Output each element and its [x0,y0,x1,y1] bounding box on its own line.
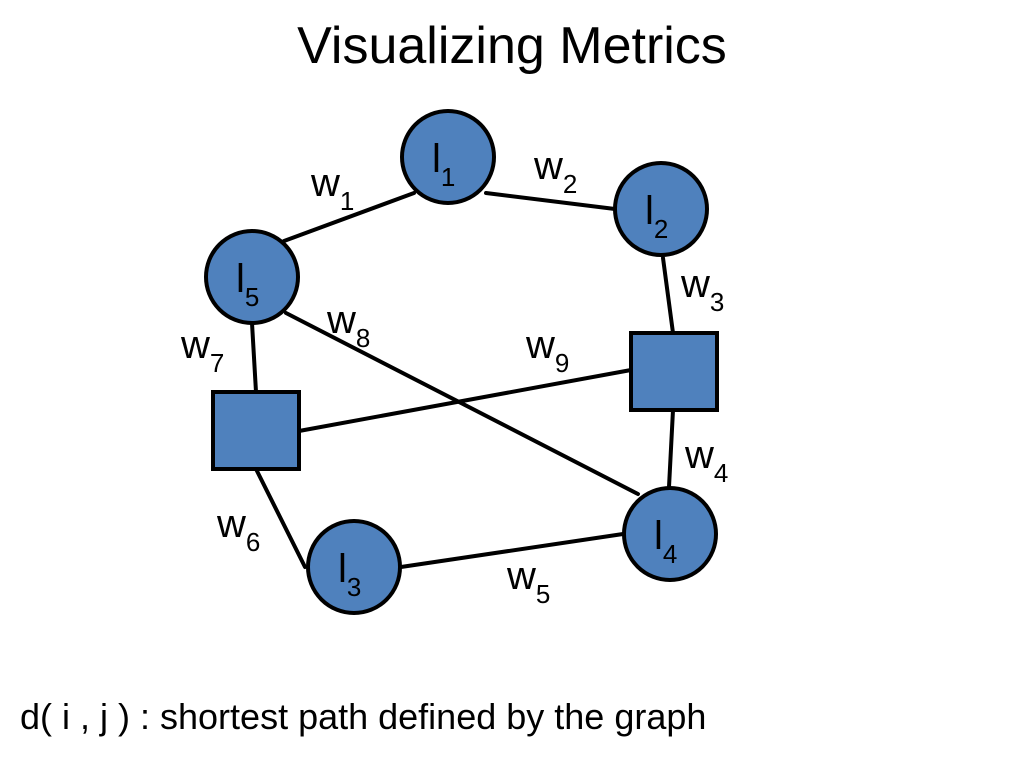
weight-w4-base: w [684,433,714,477]
node-l2: l2 [613,161,709,257]
weight-label-w9: w9 [525,323,569,378]
graph-edges [250,191,675,569]
node-l3-subscript: 3 [347,572,361,602]
node-l2-base: l [645,189,654,233]
weight-w5-base: w [506,554,536,598]
edge-l2-square-right [661,256,675,335]
weight-w1-subscript: 1 [340,186,354,216]
weight-label-w7: w7 [180,323,224,378]
weight-w6-subscript: 6 [246,527,260,557]
edge-l5-l1 [282,191,416,243]
node-l3-circle [306,519,402,615]
node-l5-subscript: 5 [245,282,259,312]
weight-w3-subscript: 3 [710,287,724,317]
weight-w9-subscript: 9 [555,348,569,378]
edge-square-left-l3 [254,467,307,569]
node-l5-label: l5 [236,257,259,312]
edge-square-left-square-right [297,368,633,433]
node-l2-circle [613,161,709,257]
node-l4-label: l4 [654,514,677,569]
node-l5: l5 [204,229,300,325]
node-l4-subscript: 4 [663,539,677,569]
weight-w2-base: w [533,144,563,188]
node-l1: l1 [400,109,496,205]
weight-w3-base: w [680,262,710,306]
weight-label-w2: w2 [533,144,577,199]
weight-w9-base: w [525,323,555,367]
weight-w1-base: w [310,161,340,205]
weight-label-w6: w6 [216,502,260,557]
node-l3: l3 [306,519,402,615]
edge-square-right-l4 [667,408,675,489]
node-l4-base: l [654,514,663,558]
weight-w4-subscript: 4 [714,458,728,488]
graph-diagram: l1 l2 l3 l4 l5 w1 w2 w3 w4 w5 w6 w7 w8 w… [180,109,728,615]
node-l1-circle [400,109,496,205]
node-l4-circle [622,486,718,582]
weight-w8-subscript: 8 [356,323,370,353]
node-l5-circle [204,229,300,325]
weight-label-w4: w4 [684,433,728,488]
node-l1-subscript: 1 [441,162,455,192]
weight-w5-subscript: 5 [536,579,550,609]
node-l1-base: l [432,137,441,181]
weight-w7-subscript: 7 [210,348,224,378]
edge-l5-l4 [284,311,640,496]
weight-label-w3: w3 [680,262,724,317]
node-l4: l4 [622,486,718,582]
weight-label-w8: w8 [326,298,370,353]
weight-label-w1: w1 [310,161,354,216]
edge-l3-l4 [399,532,625,569]
edge-l1-l2 [484,191,617,211]
square-node-left [211,390,301,471]
node-l2-subscript: 2 [654,214,668,244]
square-node-right [629,331,719,412]
node-l1-label: l1 [432,137,455,192]
node-l5-base: l [236,257,245,301]
weight-w6-base: w [216,502,246,546]
caption-text: d( i , j ) : shortest path defined by th… [20,696,707,737]
weight-w2-subscript: 2 [563,169,577,199]
weight-label-w5: w5 [506,554,550,609]
weight-w7-base: w [180,323,210,367]
slide-title: Visualizing Metrics [297,17,727,75]
edge-l5-square-left [250,321,258,394]
weight-w8-base: w [326,298,356,342]
node-l3-label: l3 [338,547,361,602]
node-l3-base: l [338,547,347,591]
node-l2-label: l2 [645,189,668,244]
